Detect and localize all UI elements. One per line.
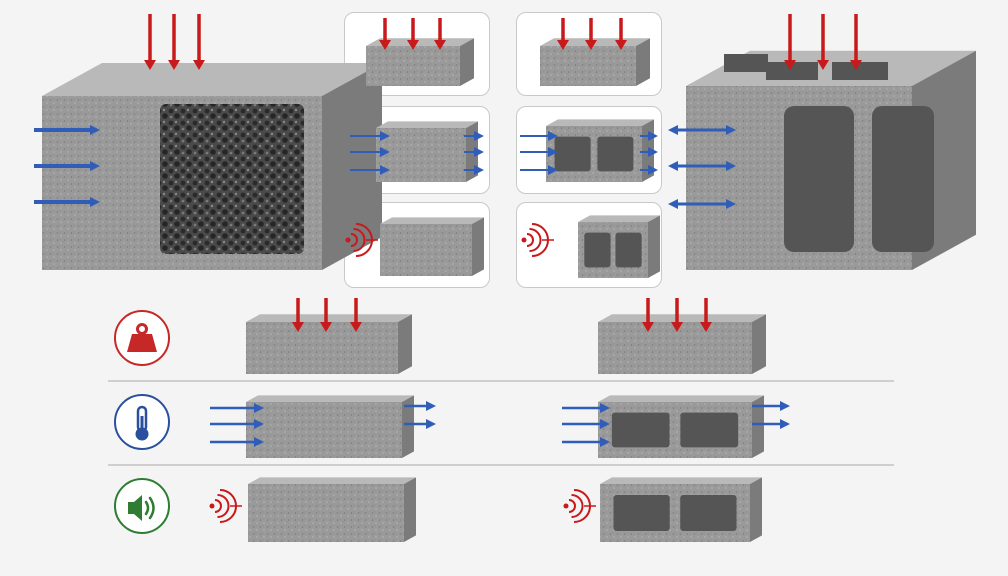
- large-hollow-heat-arrow-2-head-left: [668, 161, 678, 171]
- large-hollow-load-arrow-1-head: [784, 60, 796, 70]
- row-thermal-solid-in-3-head: [254, 437, 264, 447]
- row-thermal-hollow-block-top: [598, 395, 764, 402]
- row-sound-hollow-block-cavity-left: [613, 495, 670, 531]
- row-load-hollow-arrow-2-head: [671, 322, 683, 332]
- large-hollow-top-opening-2: [766, 62, 818, 80]
- large-solid-heat-arrow-2-head: [90, 161, 100, 171]
- row-load-hollow-arrow-3-head: [700, 322, 712, 332]
- row-thermal-solid-block-front: [246, 402, 402, 458]
- large-hollow-load-arrow-2-head: [817, 60, 829, 70]
- row-sound-solid-wave-1: [214, 499, 222, 513]
- row-thermal-solid-in-2-head: [254, 419, 264, 429]
- solid-block-large-front: [42, 96, 322, 270]
- row-load-solid-arrow-1-head: [292, 322, 304, 332]
- panel-solid-thermal: [344, 106, 490, 194]
- hollow-block-large-front: [686, 86, 912, 270]
- row-sound-solid-block-side: [404, 477, 416, 542]
- row-divider-2: [108, 464, 894, 466]
- row-thermal-solid-out-2-head: [426, 419, 436, 429]
- row-sound-hollow-wave-3: [573, 489, 591, 523]
- hollow-block-large-top: [686, 50, 976, 86]
- row-load-solid-block-texture: [246, 322, 398, 374]
- row-thermal-solid-block-texture: [246, 402, 402, 458]
- row-sound-solid-block-texture: [248, 484, 404, 542]
- large-hollow-heat-arrow-2-head-right: [726, 161, 736, 171]
- large-hollow-heat-arrow-3-head-right: [726, 199, 736, 209]
- row-load-solid-arrow-2-head: [320, 322, 332, 332]
- row-thermal-hollow-block-front: [598, 402, 752, 458]
- panel-hollow-thermal: [516, 106, 662, 194]
- row-sound-hollow-source: [563, 503, 569, 509]
- large-hollow-cavity-right: [872, 106, 934, 252]
- row-thermal-hollow-block-cavity-left: [611, 412, 670, 448]
- panel-solid-load: [344, 12, 490, 96]
- hollow-block-large-texture: [686, 86, 912, 270]
- panel-solid-sound: [344, 202, 490, 288]
- row-load-hollow-arrow-1-head: [642, 322, 654, 332]
- row-thermal-hollow-block-texture: [598, 402, 752, 458]
- large-hollow-load-arrow-3-head: [850, 60, 862, 70]
- large-hollow-cavity-left: [784, 106, 854, 252]
- panel-hollow-sound: [516, 202, 662, 288]
- row-sound-hollow-wave-2: [571, 494, 584, 518]
- row-load-solid-block-front: [246, 322, 398, 374]
- solid-block-large-texture: [42, 96, 322, 270]
- row-thermal-solid-in-1-head: [254, 403, 264, 413]
- row-sound-hollow-block-cavity-right: [680, 495, 737, 531]
- row-sound-solid-block-top: [248, 477, 416, 484]
- row-load-hollow-block-front: [598, 322, 752, 374]
- hollow-block-large-side: [912, 50, 976, 270]
- row-sound-hollow-block-top: [600, 477, 762, 484]
- thermometer-icon: [114, 394, 170, 450]
- row-load-hollow-block-top: [598, 314, 766, 322]
- row-sound-hollow-block-front: [600, 484, 750, 542]
- row-divider-1: [108, 380, 894, 382]
- row-sound-solid-block-front: [248, 484, 404, 542]
- large-hollow-heat-arrow-3-head-left: [668, 199, 678, 209]
- row-sound-hollow-wave-1: [568, 499, 576, 513]
- row-sound-solid-wave-2: [217, 494, 230, 518]
- large-solid-load-arrow-1-head: [144, 60, 156, 70]
- row-sound-hollow-block-texture: [600, 484, 750, 542]
- large-hollow-top-opening-1: [724, 54, 768, 72]
- large-hollow-top-opening-3: [832, 62, 888, 80]
- row-thermal-hollow-block-side: [752, 395, 764, 458]
- row-sound-solid-source: [209, 503, 215, 509]
- row-thermal-solid-out-1-head: [426, 401, 436, 411]
- row-load-solid-arrow-3-head: [350, 322, 362, 332]
- large-solid-heat-arrow-3-head: [90, 197, 100, 207]
- solid-block-large-top: [42, 63, 382, 96]
- row-thermal-hollow-out-1-head: [780, 401, 790, 411]
- row-load-hollow-block-texture: [598, 322, 752, 374]
- foam-core-section: [160, 104, 304, 254]
- row-thermal-hollow-in-1-head: [600, 403, 610, 413]
- row-thermal-hollow-out-2-head: [780, 419, 790, 429]
- panel-hollow-load: [516, 12, 662, 96]
- row-load-solid-block-top: [246, 314, 412, 322]
- large-solid-load-arrow-3-head: [193, 60, 205, 70]
- large-hollow-heat-arrow-1-head-left: [668, 125, 678, 135]
- row-sound-hollow-block-side: [750, 477, 762, 542]
- row-load-hollow-block-side: [752, 314, 766, 374]
- row-thermal-solid-block-side: [402, 395, 414, 458]
- large-solid-load-arrow-2-head: [168, 60, 180, 70]
- row-thermal-hollow-in-3-head: [600, 437, 610, 447]
- row-thermal-hollow-in-2-head: [600, 419, 610, 429]
- large-solid-heat-arrow-1-head: [90, 125, 100, 135]
- weight-icon: [114, 310, 170, 366]
- large-hollow-heat-arrow-1-head-right: [726, 125, 736, 135]
- row-sound-solid-wave-3: [219, 489, 237, 523]
- row-thermal-solid-block-top: [246, 395, 414, 402]
- row-load-solid-block-side: [398, 314, 412, 374]
- row-thermal-hollow-block-cavity-right: [680, 412, 739, 448]
- speaker-icon: [114, 478, 170, 534]
